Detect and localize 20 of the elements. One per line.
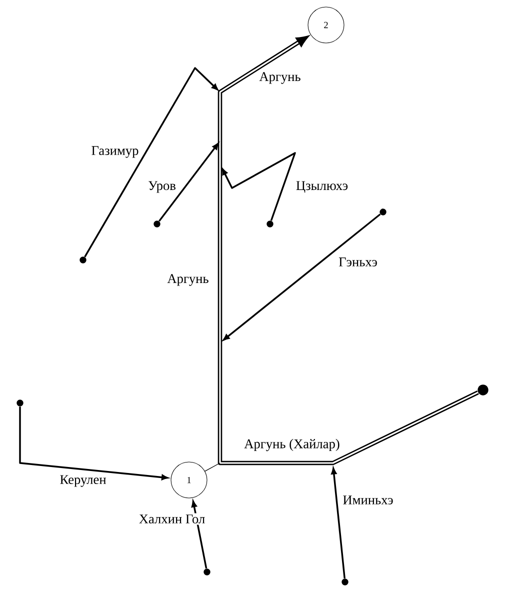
- river-line: [331, 468, 346, 578]
- edge-label: Иминьхэ: [341, 494, 395, 506]
- edge-label: Халхин Гол: [138, 513, 206, 525]
- source-dot: [478, 384, 488, 396]
- river-label: Аргунь: [259, 72, 300, 84]
- river-line: [19, 406, 168, 480]
- river-line: [158, 143, 219, 222]
- edge-label: Керулен: [58, 474, 108, 488]
- edge-label: Газимур: [90, 144, 140, 160]
- river-line: [223, 214, 381, 341]
- river-line: [204, 462, 220, 472]
- edge-label: Цзылюхэ: [294, 180, 350, 194]
- river-label: Аргунь: [167, 274, 208, 286]
- edge-label: Уров: [146, 180, 178, 194]
- river-line: [84, 67, 218, 258]
- river-line: [191, 500, 208, 569]
- river-line: [218, 35, 479, 466]
- river-line: [222, 152, 296, 221]
- edge-label: Гэньхэ: [337, 256, 379, 268]
- edge-label: Аргунь (Хайлар): [242, 438, 342, 452]
